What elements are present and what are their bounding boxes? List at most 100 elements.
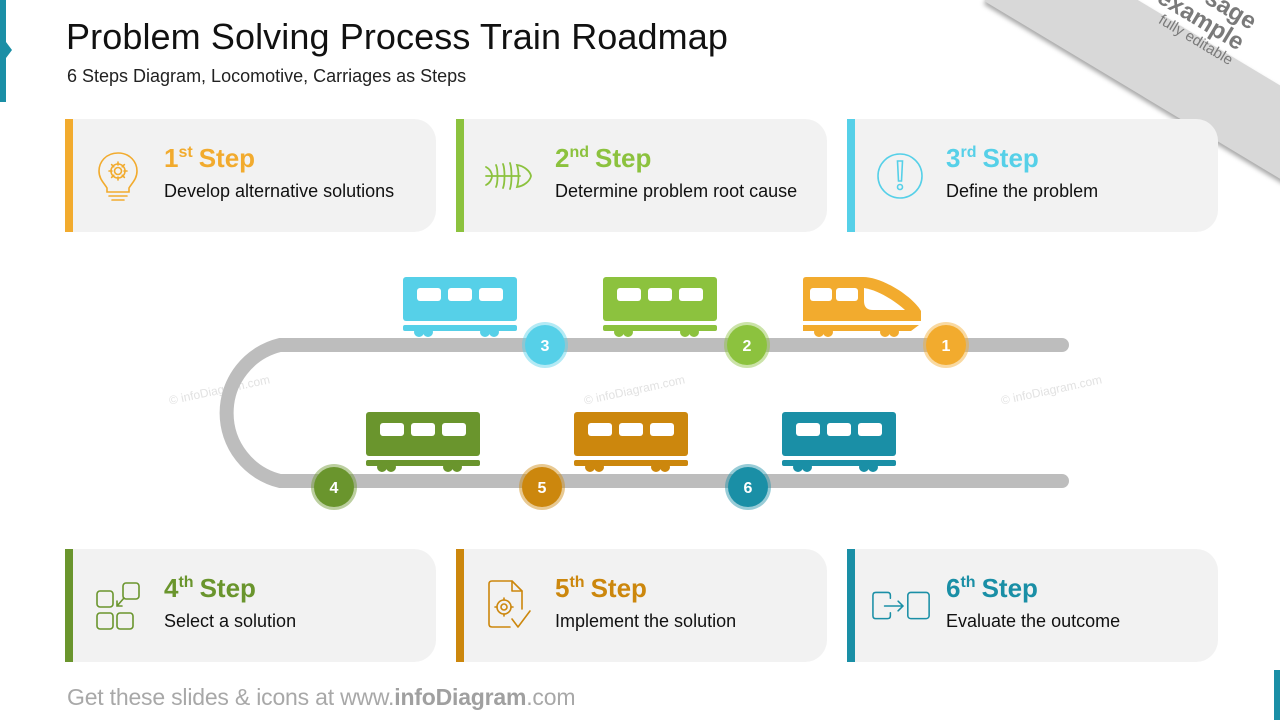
wheel	[814, 327, 824, 337]
footer-suffix: .com	[526, 684, 576, 710]
step-number-badge[interactable]: 4	[311, 464, 357, 510]
wheel	[802, 462, 812, 472]
wheel	[480, 327, 490, 337]
train-carriage	[403, 277, 517, 337]
step-number: 4	[330, 480, 339, 497]
step-number-badge[interactable]: 1	[923, 322, 969, 368]
wheel	[443, 462, 453, 472]
step-card-stripe	[456, 549, 464, 662]
step-card-stripe	[847, 549, 855, 662]
wheel	[614, 327, 624, 337]
step-card-6[interactable]: 6th Step Evaluate the outcome	[847, 549, 1218, 662]
wheel	[594, 462, 604, 472]
fishbone-icon	[485, 162, 532, 190]
footer-brand: infoDiagram	[394, 684, 527, 710]
lightbulb-gear-icon	[98, 152, 138, 201]
step-card-4[interactable]: 4th Step Select a solution	[65, 549, 436, 662]
step-number-badge[interactable]: 5	[519, 464, 565, 510]
step-number-badge[interactable]: 2	[724, 322, 770, 368]
move-to-box-icon	[872, 591, 930, 620]
wheel	[689, 327, 699, 337]
watermark: © infoDiagram.com	[167, 372, 272, 408]
step-number: 5	[538, 480, 547, 497]
step-number-badge[interactable]: 6	[725, 464, 771, 510]
watermark: © infoDiagram.com	[582, 372, 687, 408]
step-card-3[interactable]: 3rd Step Define the problem	[847, 119, 1218, 232]
step-ordinal-suffix: st	[178, 144, 193, 161]
wheel	[386, 462, 396, 472]
right-accent-bar	[1274, 670, 1280, 720]
wheel	[452, 462, 462, 472]
step-description: Select a solution	[164, 611, 297, 631]
step-heading: 3rd Step	[946, 143, 1039, 174]
wheel	[623, 327, 633, 337]
step-word: Step	[595, 143, 652, 173]
step-description: Define the problem	[946, 181, 1099, 201]
step-ordinal-suffix: rd	[960, 144, 977, 161]
wheel	[414, 327, 424, 337]
step-ordinal: 4	[164, 573, 179, 603]
step-description: Determine problem root cause	[555, 181, 798, 201]
step-ordinal-suffix: nd	[569, 144, 590, 161]
select-squares-icon	[96, 582, 140, 630]
step-ordinal: 5	[555, 573, 570, 603]
wheel	[889, 327, 899, 337]
train-carriage	[574, 412, 688, 472]
left-accent-notch	[6, 42, 12, 58]
wheel	[585, 462, 595, 472]
step-word: Step	[981, 573, 1038, 603]
step-card-5[interactable]: 5th Step Implement the solution	[456, 549, 827, 662]
wheel	[651, 462, 661, 472]
step-heading: 6th Step	[946, 573, 1038, 604]
step-card-stripe	[847, 119, 855, 232]
document-gear-check-icon	[488, 580, 531, 628]
wheel	[660, 462, 670, 472]
page-title: Problem Solving Process Train Roadmap	[66, 16, 729, 57]
step-description: Implement the solution	[555, 611, 737, 631]
step-ordinal: 2	[555, 143, 570, 173]
step-number-badge[interactable]: 3	[522, 322, 568, 368]
step-number: 1	[942, 338, 951, 355]
train-carriage	[366, 412, 480, 472]
locomotive	[803, 277, 921, 337]
train-carriage	[782, 412, 896, 472]
step-word: Step	[982, 143, 1039, 173]
footer-credit: Get these slides & icons at www.infoDiag…	[67, 684, 575, 711]
wheel	[823, 327, 833, 337]
wheel	[793, 462, 803, 472]
step-heading: 5th Step	[555, 573, 647, 604]
step-card-stripe	[456, 119, 464, 232]
wheel	[868, 462, 878, 472]
step-ordinal: 3	[946, 143, 961, 173]
watermark: © infoDiagram.com	[999, 372, 1104, 408]
exclamation-circle-icon	[877, 153, 923, 199]
footer-prefix: Get these slides & icons at www.	[67, 684, 395, 710]
wheel	[880, 327, 890, 337]
step-heading: 4th Step	[164, 573, 256, 604]
wheel	[680, 327, 690, 337]
step-description: Develop alternative solutions	[164, 181, 395, 201]
left-accent-bar	[0, 0, 6, 102]
step-word: Step	[199, 573, 256, 603]
step-number: 6	[744, 480, 753, 497]
step-ordinal-suffix: th	[178, 574, 194, 591]
railway-track	[219, 338, 1069, 488]
step-word: Step	[590, 573, 647, 603]
step-card-2[interactable]: 2nd Step Determine problem root cause	[456, 119, 827, 232]
step-card-stripe	[65, 119, 73, 232]
step-card-stripe	[65, 549, 73, 662]
step-description: Evaluate the outcome	[946, 611, 1121, 631]
wheel	[423, 327, 433, 337]
step-ordinal-suffix: th	[569, 574, 585, 591]
step-ordinal: 6	[946, 573, 961, 603]
step-heading: 2nd Step	[555, 143, 651, 174]
wheel	[489, 327, 499, 337]
wheel	[859, 462, 869, 472]
step-ordinal-suffix: th	[960, 574, 976, 591]
train-carriage	[603, 277, 717, 337]
step-word: Step	[198, 143, 256, 173]
wheel	[377, 462, 387, 472]
